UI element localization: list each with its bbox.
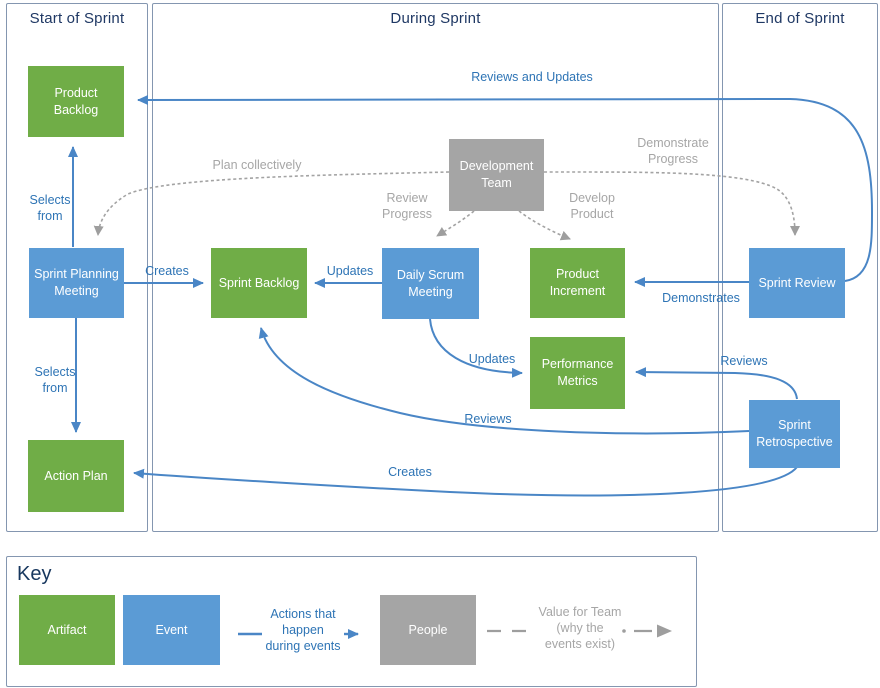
node-sprint-retrospective: Sprint Retrospective	[749, 400, 840, 468]
key-event-swatch: Event	[123, 595, 220, 665]
key-value-label: Value for Team (why the events exist)	[538, 605, 622, 651]
label-selects-from-bottom: Selects from	[34, 365, 76, 395]
label-develop-product: Develop Product	[569, 191, 615, 221]
node-product-backlog: Product Backlog	[28, 66, 124, 137]
arrow-reviews-sprint-backlog	[258, 327, 750, 435]
key-actions-label: Actions that happen during events	[265, 607, 341, 653]
label-reviews-sprint-backlog: Reviews	[464, 412, 512, 426]
node-development-team-label: Development Team	[459, 159, 534, 190]
node-sprint-retrospective-label: Sprint Retrospective	[756, 418, 833, 449]
lane-during-header: During Sprint	[390, 10, 481, 27]
node-product-increment: Product Increment	[530, 248, 625, 318]
node-sprint-planning-meeting: Sprint Planning Meeting	[29, 248, 124, 318]
label-updates-sprint-backlog: Updates	[326, 264, 374, 278]
key-value-arrowhead	[657, 624, 672, 638]
arrow-develop-product	[518, 210, 571, 241]
key-people-label: People	[408, 622, 448, 637]
node-performance-metrics-label: Performance Metrics	[541, 357, 614, 388]
node-development-team: Development Team	[449, 139, 544, 211]
lane-end-of-sprint: End of Sprint	[722, 3, 878, 532]
label-reviews-metrics: Reviews	[720, 354, 768, 368]
node-sprint-review-label: Sprint Review	[758, 275, 836, 290]
key-artifact-label: Artifact	[47, 622, 87, 637]
key-panel: Key	[6, 556, 697, 687]
label-plan-collectively: Plan collectively	[212, 158, 302, 172]
arrow-creates-action-plan	[133, 466, 798, 497]
node-action-plan-label: Action Plan	[44, 468, 108, 483]
node-performance-metrics: Performance Metrics	[530, 337, 625, 409]
node-sprint-backlog: Sprint Backlog	[211, 248, 307, 318]
label-selects-from-top: Selects from	[29, 193, 71, 223]
label-creates-action-plan: Creates	[388, 465, 432, 479]
key-title: Key	[17, 563, 52, 585]
arrow-review-progress	[436, 210, 475, 237]
key-people-swatch: People	[380, 595, 476, 665]
node-daily-scrum-meeting: Daily Scrum Meeting	[382, 248, 479, 319]
node-sprint-review: Sprint Review	[749, 248, 845, 318]
node-product-backlog-label: Product Backlog	[53, 85, 99, 117]
label-demonstrate-progress: Demonstrate Progress	[637, 136, 709, 166]
arrow-reviews-metrics	[635, 367, 798, 400]
lane-start-of-sprint: Start of Sprint	[6, 3, 148, 532]
label-updates-metrics: Updates	[468, 352, 516, 366]
arrow-reviews-and-updates	[137, 94, 874, 282]
label-creates-sprint-backlog: Creates	[145, 264, 189, 278]
lane-start-header: Start of Sprint	[29, 10, 125, 27]
key-value-dot	[622, 629, 626, 633]
lane-during-sprint: During Sprint	[152, 3, 719, 532]
label-demonstrates: Demonstrates	[662, 291, 740, 305]
arrow-demonstrate-progress	[543, 171, 800, 236]
key-artifact-swatch: Artifact	[19, 595, 115, 665]
node-sprint-planning-meeting-label: Sprint Planning Meeting	[34, 267, 119, 298]
node-product-increment-label: Product Increment	[549, 267, 606, 298]
lane-end-header: End of Sprint	[755, 10, 845, 27]
node-action-plan: Action Plan	[28, 440, 124, 512]
node-daily-scrum-meeting-label: Daily Scrum Meeting	[396, 267, 465, 299]
key-event-label: Event	[155, 622, 188, 637]
label-review-progress: Review Progress	[381, 191, 433, 221]
label-reviews-and-updates: Reviews and Updates	[471, 70, 593, 84]
node-sprint-backlog-label: Sprint Backlog	[218, 275, 300, 290]
arrow-updates-metrics	[429, 318, 523, 378]
